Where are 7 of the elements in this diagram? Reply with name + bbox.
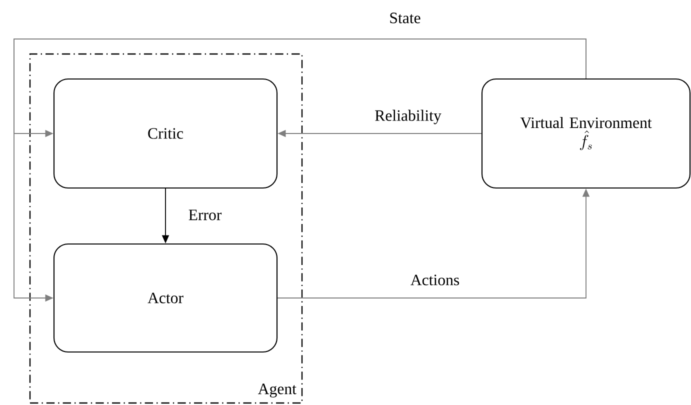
process-box: Critic [53,78,278,189]
process-box: Virtual Environment $\hat{f}_s$ [481,78,691,189]
edge-label: Actions [409,274,461,286]
edge-label: State [388,12,422,24]
process-box: Actor [53,243,278,353]
edge-label: Error [187,208,223,222]
edge-label: Reliability [373,108,443,126]
